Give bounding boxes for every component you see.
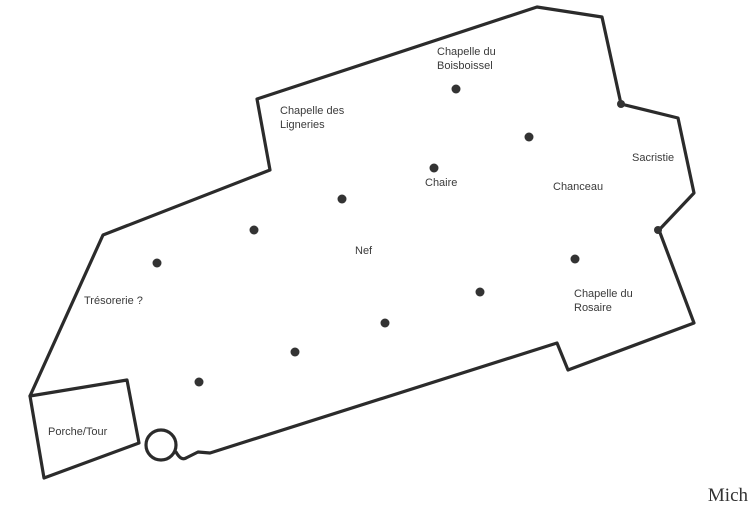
label-nef: Nef xyxy=(355,244,372,258)
pillar xyxy=(194,377,204,387)
pillar xyxy=(249,225,259,235)
turret-wall-link xyxy=(174,450,188,461)
pillar xyxy=(152,258,162,268)
pillar xyxy=(524,132,534,142)
label-line: Porche/Tour xyxy=(48,426,108,438)
label-chapelle-boisboissel: Chapelle du Boisboissel xyxy=(437,45,496,73)
label-line: Sacristie xyxy=(632,152,675,164)
label-line: Chapelle du xyxy=(574,288,633,300)
pillar xyxy=(290,347,300,357)
label-line: Chapelle du xyxy=(437,46,496,58)
pillar xyxy=(429,163,439,173)
porch-tower-wall xyxy=(28,378,141,480)
pillar xyxy=(617,100,625,108)
label-sacristie: Sacristie xyxy=(632,151,674,165)
label-line: Ligneries xyxy=(280,119,325,131)
pillar xyxy=(654,226,662,234)
label-line: Nef xyxy=(355,245,373,257)
pillar xyxy=(380,318,390,328)
label-line: Boisboissel xyxy=(437,60,493,72)
label-tresorerie: Trésorerie ? xyxy=(84,294,143,308)
label-line: Trésorerie ? xyxy=(84,295,143,307)
pillar xyxy=(451,84,461,94)
pillar xyxy=(337,194,347,204)
pillar xyxy=(570,254,580,264)
label-chaire: Chaire xyxy=(425,176,457,190)
label-line: Chapelle des xyxy=(280,105,345,117)
outer-wall xyxy=(28,5,696,460)
pillars xyxy=(152,84,662,387)
stair-turret xyxy=(144,428,178,462)
label-line: Chanceau xyxy=(553,181,604,193)
label-chapelle-rosaire: Chapelle du Rosaire xyxy=(574,287,633,315)
label-chapelle-ligneries: Chapelle des Ligneries xyxy=(280,104,344,132)
footer-text-fragment: Mich xyxy=(707,485,748,506)
label-chanceau: Chanceau xyxy=(553,180,603,194)
pillar xyxy=(475,287,485,297)
label-line: Rosaire xyxy=(574,302,612,314)
label-porche-tour: Porche/Tour xyxy=(48,425,107,439)
label-line: Chaire xyxy=(425,177,458,189)
